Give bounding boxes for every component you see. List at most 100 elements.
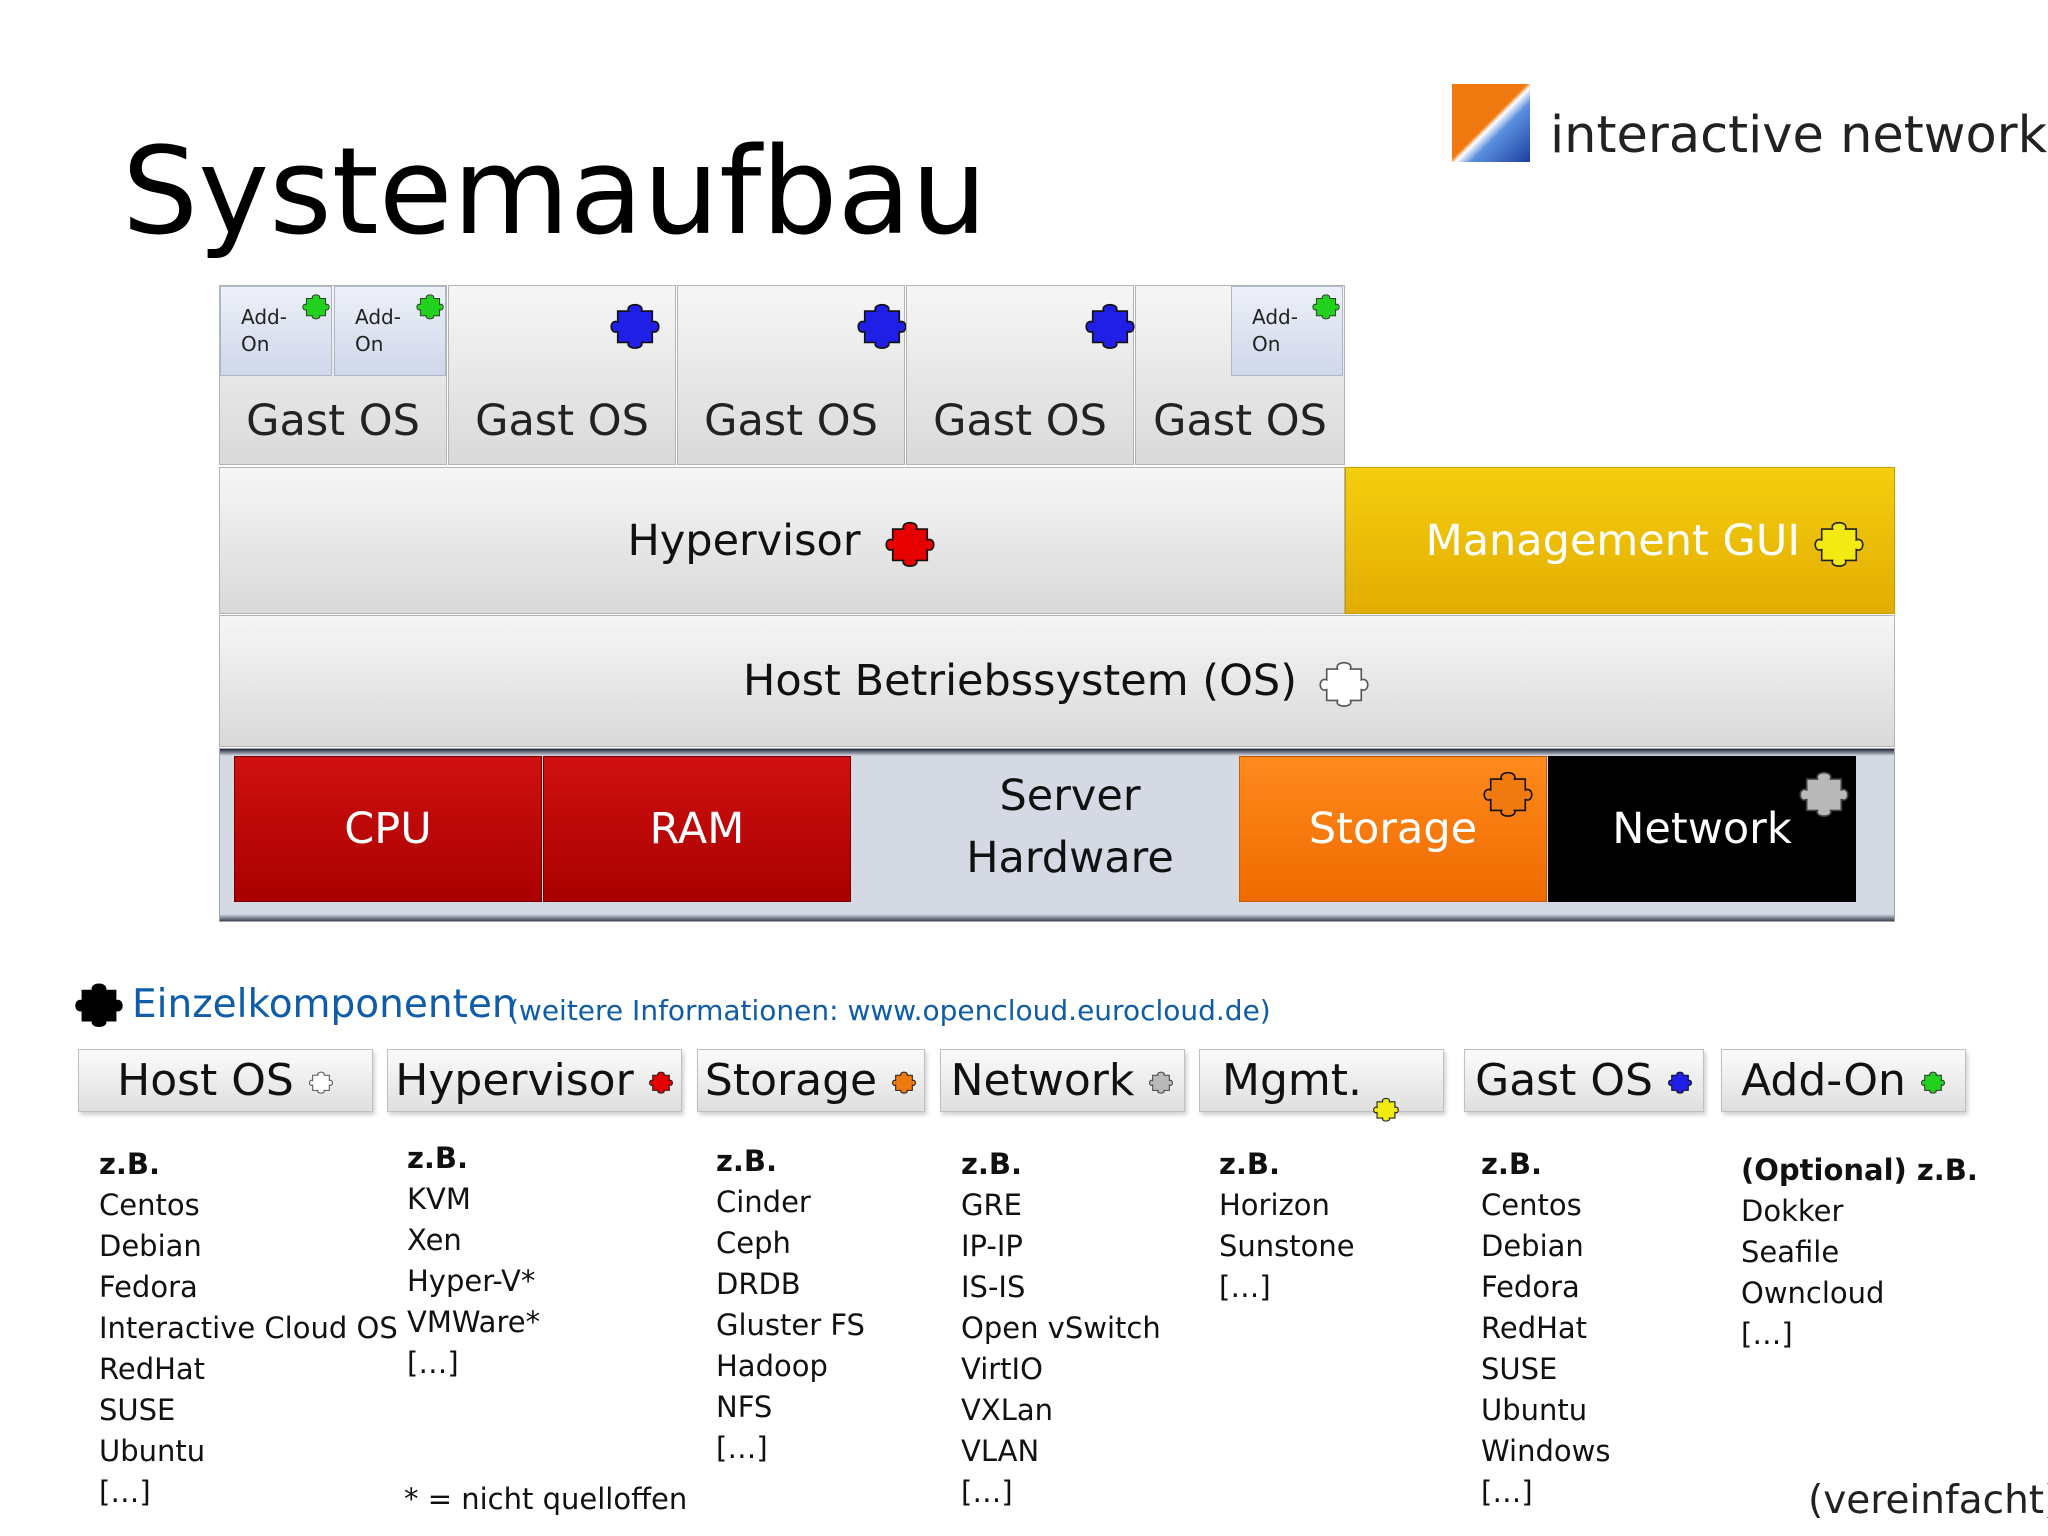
component-list-item: […] bbox=[407, 1346, 459, 1380]
hardware-label: Hardware bbox=[966, 833, 1174, 883]
component-list-heading: z.B. bbox=[407, 1141, 469, 1175]
management-gui-layer: Management GUI bbox=[1345, 467, 1895, 614]
component-list-item: NFS bbox=[716, 1390, 773, 1424]
storage-block: Storage bbox=[1239, 756, 1547, 902]
component-list-item: SUSE bbox=[1481, 1352, 1558, 1386]
host-os-label: Host Betriebssystem (OS) bbox=[743, 656, 1297, 706]
management-gui-label: Management GUI bbox=[1425, 515, 1800, 566]
guest-os-label: Gast OS bbox=[704, 396, 878, 446]
einzelkomponenten-title: Einzelkomponenten bbox=[132, 982, 517, 1027]
component-list-item: Open vSwitch bbox=[961, 1311, 1161, 1345]
storage-label: Storage bbox=[1308, 804, 1478, 854]
component-list-item: Owncloud bbox=[1741, 1276, 1885, 1310]
component-card-storage: Storage bbox=[697, 1049, 925, 1112]
component-list-item: Gluster FS bbox=[716, 1308, 865, 1342]
white-puzzle-icon bbox=[308, 1066, 334, 1096]
component-list-item: Dokker bbox=[1741, 1194, 1844, 1228]
component-list-item: Sunstone bbox=[1219, 1229, 1355, 1263]
cpu-block: CPU bbox=[234, 756, 542, 902]
component-card-gast-os: Gast OS bbox=[1464, 1049, 1704, 1112]
component-list-heading: (Optional) z.B. bbox=[1741, 1153, 1978, 1187]
hypervisor-label: Hypervisor bbox=[627, 515, 861, 566]
component-list-heading: z.B. bbox=[1219, 1147, 1281, 1181]
component-list-item: Debian bbox=[1481, 1229, 1584, 1263]
component-card-host-os: Host OS bbox=[78, 1049, 373, 1112]
gray-puzzle-icon bbox=[1797, 761, 1851, 821]
hypervisor-layer: Hypervisor bbox=[219, 467, 1345, 614]
component-list-heading: z.B. bbox=[716, 1144, 778, 1178]
blue-puzzle-icon bbox=[1083, 293, 1137, 353]
component-list-item: […] bbox=[716, 1431, 768, 1465]
component-list-item: Centos bbox=[1481, 1188, 1582, 1222]
component-list-item: VMWare* bbox=[407, 1305, 541, 1339]
component-label: Host OS bbox=[117, 1055, 294, 1106]
component-list-item: KVM bbox=[407, 1182, 471, 1216]
guest-os-label: Gast OS bbox=[475, 396, 649, 446]
orange-puzzle-icon bbox=[1481, 761, 1535, 821]
ram-block: RAM bbox=[543, 756, 851, 902]
component-list-heading: z.B. bbox=[961, 1147, 1023, 1181]
component-list-item: Ubuntu bbox=[99, 1434, 206, 1468]
component-list-item: GRE bbox=[961, 1188, 1022, 1222]
component-list-item: IS-IS bbox=[961, 1270, 1026, 1304]
component-list-item: Seafile bbox=[1741, 1235, 1840, 1269]
addon-label: Add- On bbox=[355, 305, 401, 356]
component-list-item: RedHat bbox=[1481, 1311, 1588, 1345]
component-label: Mgmt. bbox=[1222, 1055, 1362, 1106]
logo-text: interactive network bbox=[1550, 106, 2048, 165]
component-label: Add-On bbox=[1741, 1055, 1906, 1106]
component-card-add-on: Add-On bbox=[1721, 1049, 1966, 1112]
page-title: Systemaufbau bbox=[122, 123, 988, 262]
black-puzzle-icon bbox=[73, 973, 125, 1031]
green-puzzle-icon bbox=[301, 290, 331, 320]
blue-puzzle-icon bbox=[608, 293, 662, 353]
component-label: Hypervisor bbox=[395, 1055, 634, 1106]
component-list-item: Fedora bbox=[99, 1270, 198, 1304]
green-puzzle-icon bbox=[1920, 1066, 1946, 1096]
component-list-item: IP-IP bbox=[961, 1229, 1023, 1263]
ram-label: RAM bbox=[649, 804, 745, 854]
green-puzzle-icon bbox=[1311, 290, 1341, 320]
red-puzzle-icon bbox=[883, 511, 937, 571]
component-list-item: Windows bbox=[1481, 1434, 1611, 1468]
footnote: * = nicht quelloffen bbox=[404, 1482, 688, 1516]
component-label: Gast OS bbox=[1475, 1055, 1653, 1106]
component-list-item: […] bbox=[1741, 1317, 1793, 1351]
red-puzzle-icon bbox=[648, 1066, 674, 1096]
gray-puzzle-icon bbox=[1148, 1066, 1174, 1096]
addon-box: Add- On bbox=[334, 286, 446, 376]
white-puzzle-icon bbox=[1317, 651, 1371, 711]
guest-os-label: Gast OS bbox=[246, 396, 420, 446]
component-list-heading: z.B. bbox=[99, 1147, 161, 1181]
component-list-item: Hyper-V* bbox=[407, 1264, 536, 1298]
component-list-heading: z.B. bbox=[1481, 1147, 1543, 1181]
component-list-item: Hadoop bbox=[716, 1349, 828, 1383]
component-list-item: Centos bbox=[99, 1188, 200, 1222]
component-list-item: […] bbox=[1481, 1475, 1533, 1509]
component-list-item: Ubuntu bbox=[1481, 1393, 1588, 1427]
component-list-item: […] bbox=[99, 1475, 151, 1509]
component-card-network: Network bbox=[940, 1049, 1185, 1112]
yellow-puzzle-icon bbox=[1372, 1092, 1400, 1124]
component-list-item: Xen bbox=[407, 1223, 462, 1257]
blue-puzzle-icon bbox=[1667, 1066, 1693, 1096]
component-list-item: VXLan bbox=[961, 1393, 1054, 1427]
einzelkomponenten-subtitle: (weitere Informationen: www.opencloud.eu… bbox=[508, 994, 1271, 1027]
guest-os-label: Gast OS bbox=[1153, 396, 1327, 446]
component-list-item: Ceph bbox=[716, 1226, 791, 1260]
network-label: Network bbox=[1612, 804, 1792, 854]
addon-label: Add- On bbox=[1252, 305, 1298, 356]
blue-puzzle-icon bbox=[855, 293, 909, 353]
host-os-layer: Host Betriebssystem (OS) bbox=[219, 615, 1895, 747]
component-list-item: […] bbox=[1219, 1270, 1271, 1304]
component-list-item: VLAN bbox=[961, 1434, 1040, 1468]
component-list-item: DRDB bbox=[716, 1267, 801, 1301]
component-label: Network bbox=[950, 1055, 1135, 1106]
server-hardware-label: Server Hardware bbox=[900, 765, 1240, 889]
